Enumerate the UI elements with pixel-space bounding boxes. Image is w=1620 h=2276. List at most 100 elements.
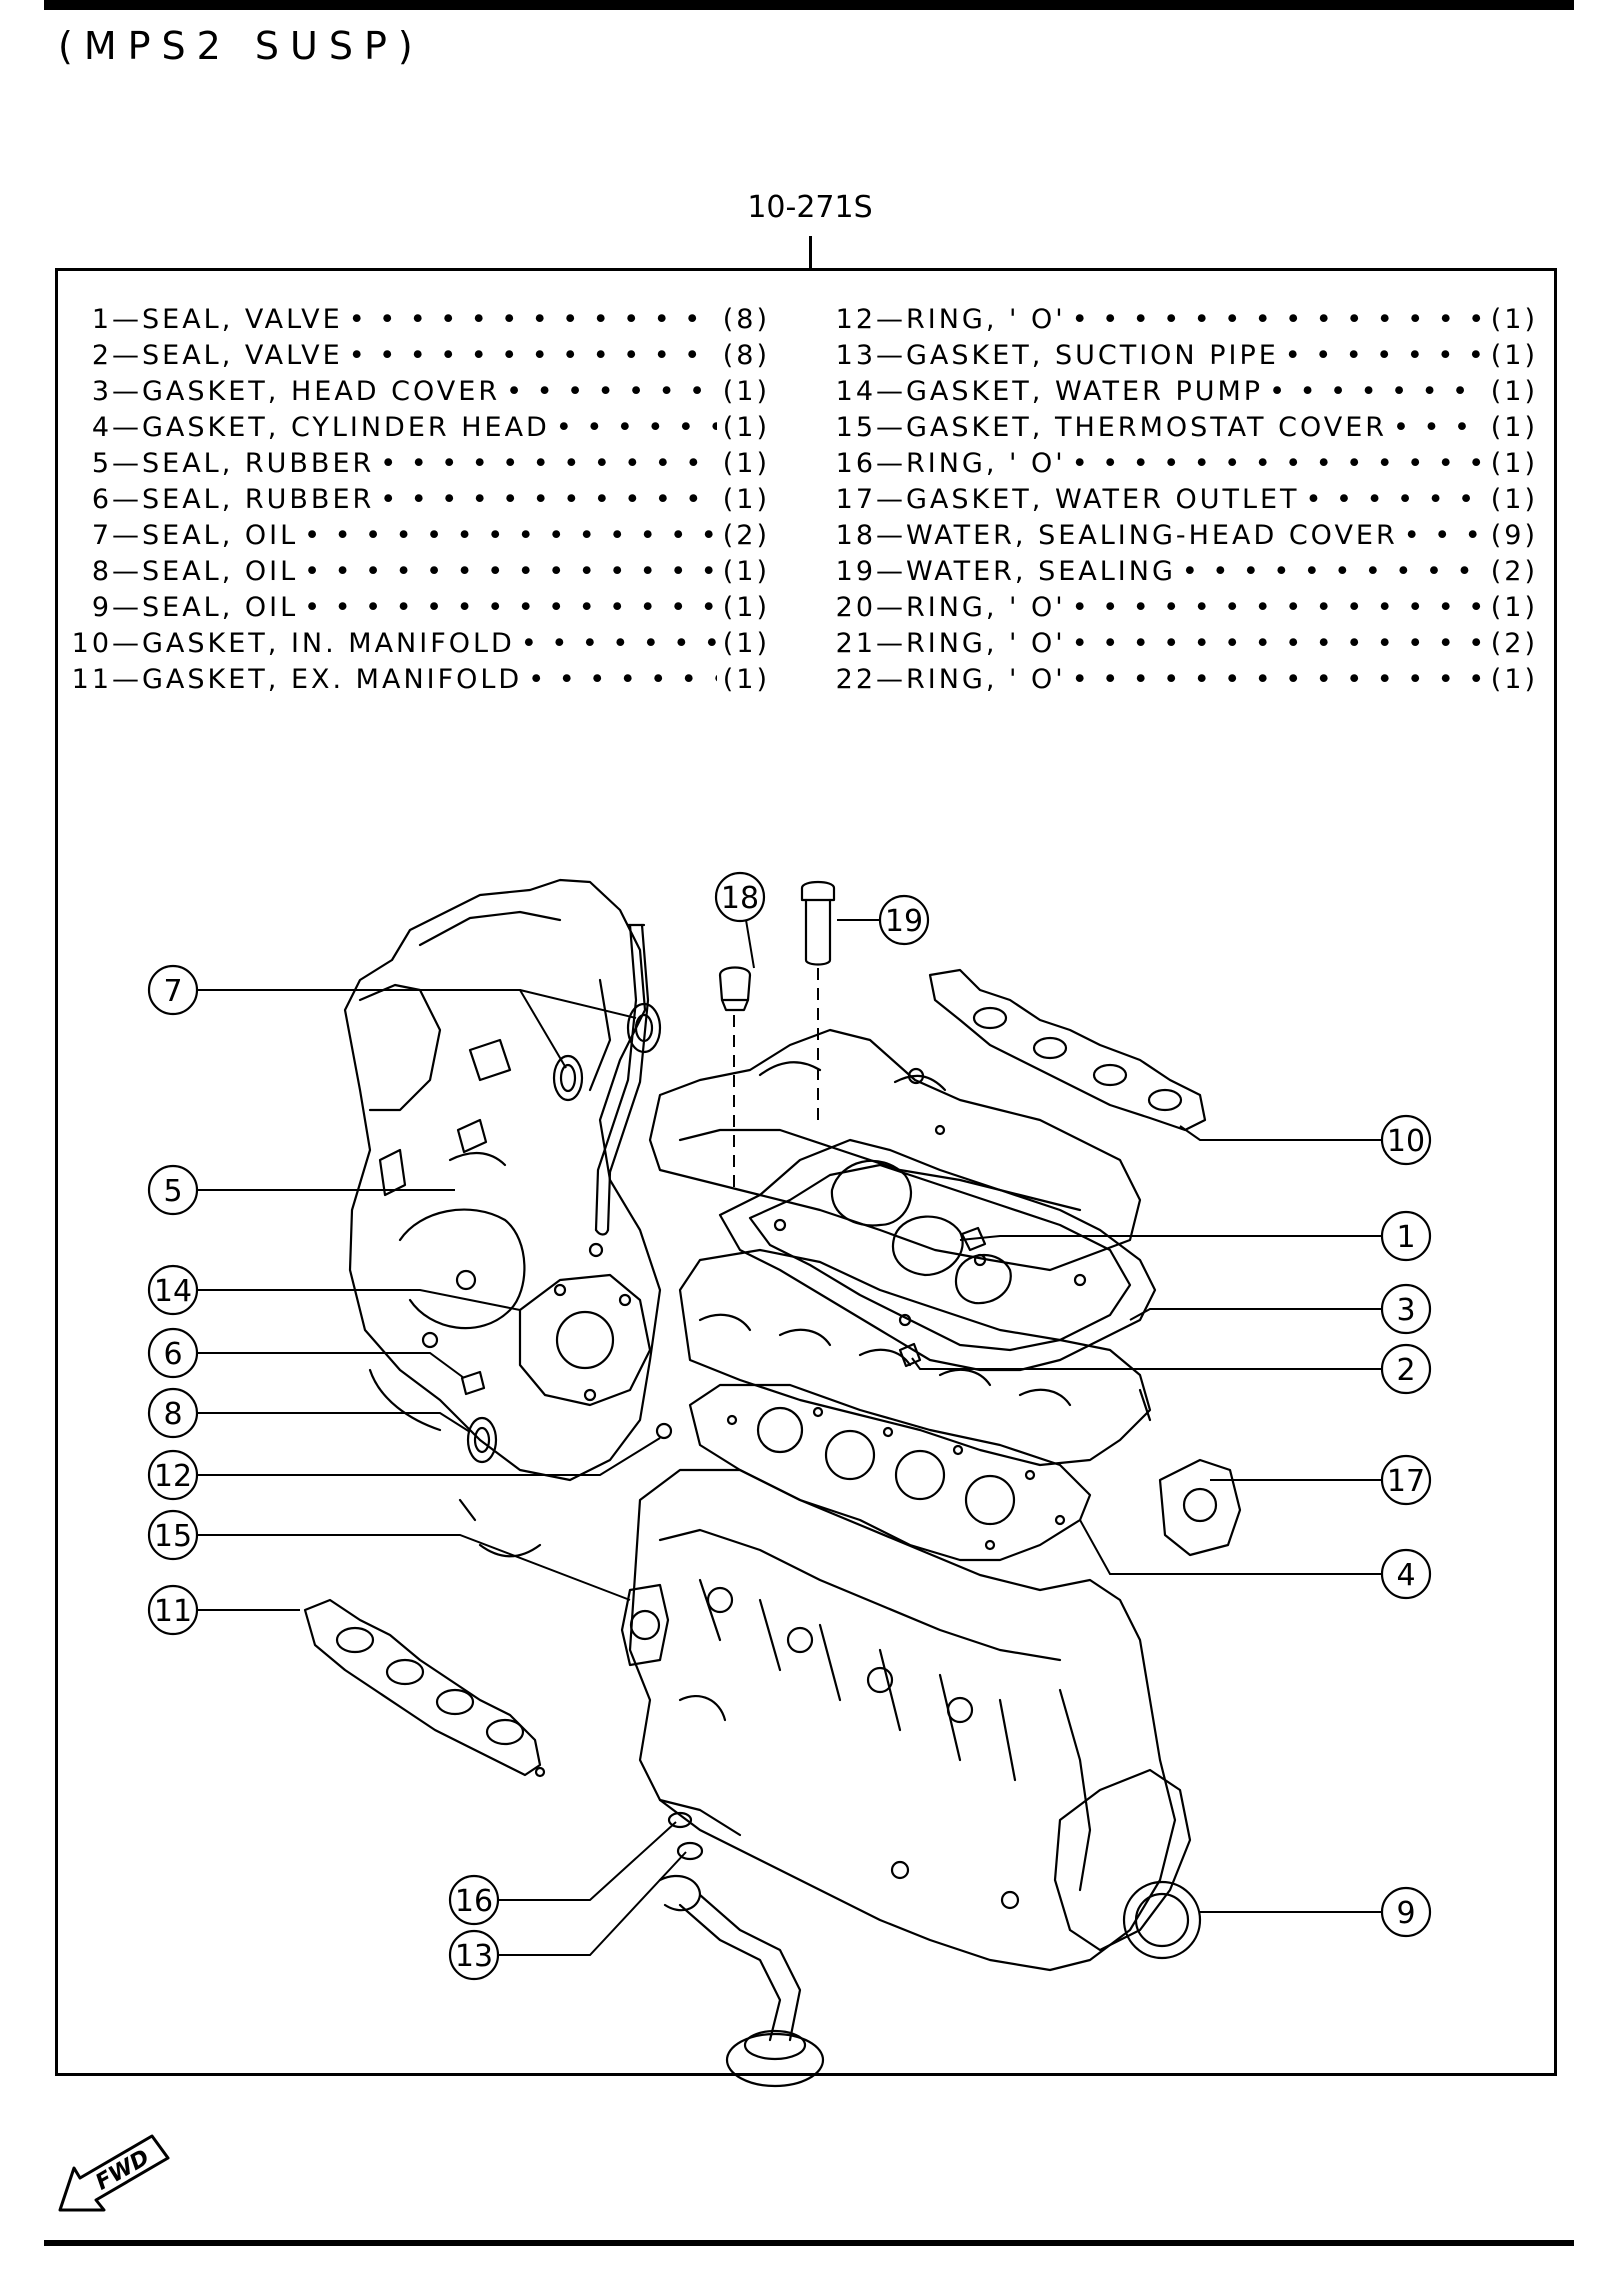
callout-9: 9 — [1380, 1886, 1432, 1938]
part-separator: — — [112, 664, 142, 695]
insertion-lines — [733, 968, 819, 1190]
callout-19: 19 — [878, 894, 930, 946]
part-number: 6 — [91, 484, 112, 515]
callouts: 7 5 14 6 8 12 15 11 18 19 10 1 3 2 17 4 … — [147, 871, 1432, 1981]
part-name: GASKET, WATER PUMP — [906, 376, 1264, 407]
part-separator: — — [876, 412, 906, 443]
parts-legend-row: 19—WATER, SEALING• • • • • • • • • • • •… — [826, 554, 1538, 590]
svg-text:3: 3 — [1396, 1293, 1415, 1328]
cylinder-head — [678, 1248, 1152, 1467]
part-number: 9 — [91, 592, 112, 623]
leader-dots: • • • • • • • • • • • • • • • • • • • • … — [304, 556, 717, 587]
part-separator: — — [876, 340, 906, 371]
diagram-frame — [55, 268, 1557, 2076]
part-name: SEAL, OIL — [142, 520, 299, 551]
part-quantity: (1) — [1490, 304, 1538, 335]
part-separator: — — [876, 520, 906, 551]
part-number: 10 — [71, 628, 112, 659]
svg-text:15: 15 — [154, 1519, 192, 1554]
parts-legend-row: 22—RING, ' O'• • • • • • • • • • • • • •… — [826, 662, 1538, 698]
page-header: (MPS2 SUSP) — [58, 24, 424, 68]
leader-dots: • • • • • • • • • • • • • • • • • • • • … — [1305, 484, 1485, 515]
leader-dots: • • • • • • • • • • • • • • • • • • • • … — [1071, 592, 1485, 623]
svg-text:11: 11 — [154, 1594, 192, 1629]
part-separator: — — [112, 340, 142, 371]
part-name: RING, ' O' — [906, 592, 1066, 623]
leader-dots: • • • • • • • • • • • • • • • • • • • • … — [528, 664, 717, 695]
leader-dots: • • • • • • • • • • • • • • • • • • • • … — [1269, 376, 1485, 407]
part-quantity: (9) — [1490, 520, 1538, 551]
part-name: RING, ' O' — [906, 448, 1066, 479]
part-number: 2 — [91, 340, 112, 371]
part-number: 4 — [91, 412, 112, 443]
svg-text:7: 7 — [163, 974, 182, 1009]
leader-dots: • • • • • • • • • • • • • • • • • • • • … — [380, 448, 716, 479]
parts-legend-right: 12—RING, ' O'• • • • • • • • • • • • • •… — [826, 302, 1538, 698]
part-separator: — — [876, 484, 906, 515]
part-separator: — — [876, 664, 906, 695]
callout-8: 8 — [147, 1387, 199, 1439]
callout-2: 2 — [1380, 1343, 1432, 1395]
callout-12: 12 — [147, 1449, 199, 1501]
part-number: 19 — [835, 556, 876, 587]
part-quantity: (1) — [722, 592, 770, 623]
part-separator: — — [876, 592, 906, 623]
svg-text:18: 18 — [721, 881, 759, 916]
callout-7: 7 — [147, 964, 199, 1016]
part-separator: — — [876, 304, 906, 335]
callout-13: 13 — [448, 1929, 500, 1981]
parts-legend-row: 14—GASKET, WATER PUMP• • • • • • • • • •… — [826, 374, 1538, 410]
part-number: 12 — [835, 304, 876, 335]
part-separator: — — [876, 628, 906, 659]
part-separator: — — [112, 484, 142, 515]
svg-text:16: 16 — [455, 1884, 493, 1919]
svg-text:19: 19 — [885, 904, 923, 939]
svg-text:1: 1 — [1396, 1220, 1415, 1255]
leader-dots: • • • • • • • • • • • • • • • • • • • • … — [555, 412, 717, 443]
svg-text:5: 5 — [163, 1174, 182, 1209]
part-number: 16 — [835, 448, 876, 479]
callout-17: 17 — [1380, 1454, 1432, 1506]
callout-3: 3 — [1380, 1283, 1432, 1335]
part-number: 14 — [835, 376, 876, 407]
oil-strainer — [658, 1874, 825, 2088]
part-number: 11 — [71, 664, 112, 695]
callout-14: 14 — [147, 1264, 199, 1316]
part-quantity: (1) — [1490, 376, 1538, 407]
part-name: GASKET, CYLINDER HEAD — [142, 412, 550, 443]
svg-text:13: 13 — [455, 1939, 493, 1974]
callout-1: 1 — [1380, 1210, 1432, 1262]
fwd-arrow-icon: FWD — [58, 2134, 170, 2212]
part-number: 7 — [91, 520, 112, 551]
small-seals — [456, 1002, 704, 1861]
callout-10: 10 — [1380, 1114, 1432, 1166]
leader-dots: • • • • • • • • • • • • • • • • • • • • … — [304, 520, 717, 551]
cylinder-block — [628, 1468, 1177, 1972]
parts-legend-row: 2—SEAL, VALVE• • • • • • • • • • • • • •… — [62, 338, 770, 374]
water-pump-gasket — [518, 1273, 652, 1407]
svg-text:17: 17 — [1387, 1464, 1425, 1499]
parts-legend-row: 12—RING, ' O'• • • • • • • • • • • • • •… — [826, 302, 1538, 338]
part-quantity: (8) — [722, 304, 770, 335]
parts-legend-row: 15—GASKET, THERMOSTAT COVER• • • • • • •… — [826, 410, 1538, 446]
part-name: GASKET, SUCTION PIPE — [906, 340, 1279, 371]
part-name: GASKET, IN. MANIFOLD — [142, 628, 515, 659]
parts-legend-row: 7—SEAL, OIL• • • • • • • • • • • • • • •… — [62, 518, 770, 554]
parts-legend-row: 6—SEAL, RUBBER• • • • • • • • • • • • • … — [62, 482, 770, 518]
bottom-rule — [44, 2240, 1574, 2246]
valve-seals — [830, 1159, 1012, 1368]
parts-legend-row: 1—SEAL, VALVE• • • • • • • • • • • • • •… — [62, 302, 770, 338]
leader-dots: • • • • • • • • • • • • • • • • • • • • … — [380, 484, 716, 515]
part-separator: — — [112, 556, 142, 587]
svg-text:8: 8 — [163, 1397, 182, 1432]
callout-18: 18 — [714, 871, 766, 923]
callout-16: 16 — [448, 1874, 500, 1926]
part-quantity: (1) — [722, 412, 770, 443]
svg-text:14: 14 — [154, 1274, 192, 1309]
leader-dots: • • • • • • • • • • • • • • • • • • • • … — [348, 340, 717, 371]
part-number: 8 — [91, 556, 112, 587]
part-name: SEAL, RUBBER — [142, 448, 375, 479]
part-name: RING, ' O' — [906, 664, 1066, 695]
svg-text:12: 12 — [154, 1459, 192, 1494]
part-separator: — — [112, 412, 142, 443]
